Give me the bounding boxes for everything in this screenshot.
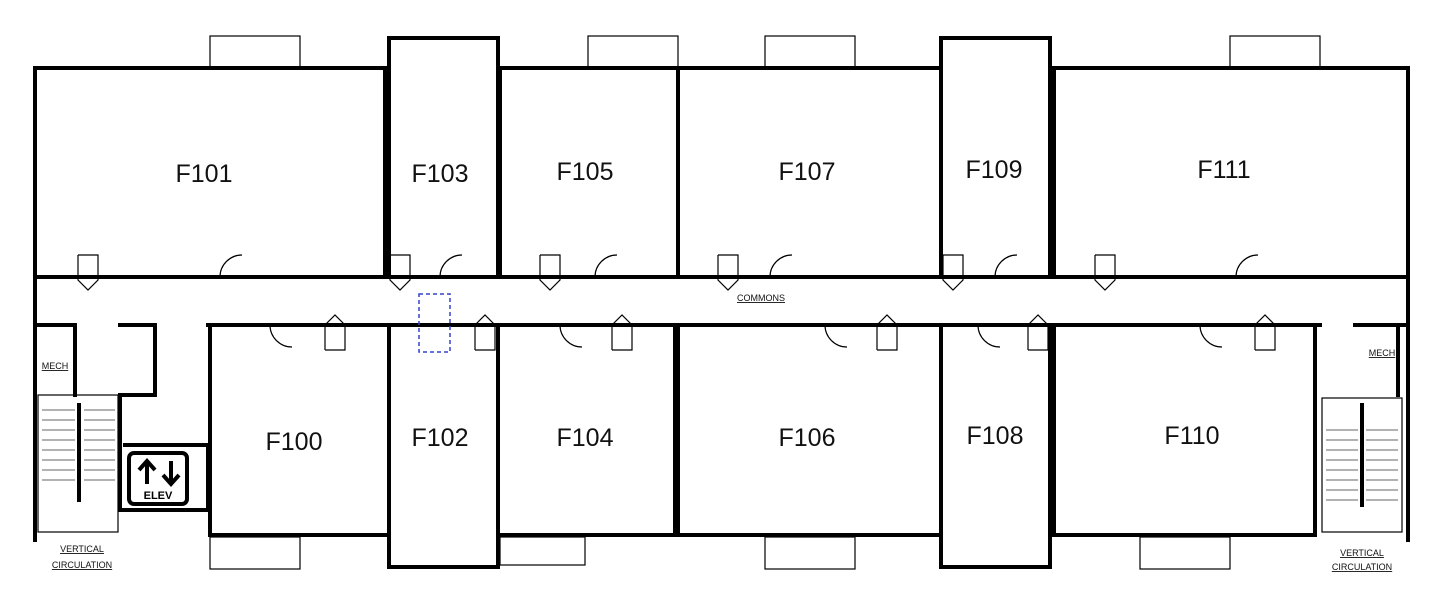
room-label-f108: F108: [967, 422, 1024, 450]
highlighted-door-outline: [418, 293, 451, 353]
circulation-right-line1: VERTICAL: [1340, 548, 1384, 558]
stairs-right: [1321, 397, 1403, 533]
room-label-f110: F110: [1164, 422, 1219, 450]
elevator-label: ELEV: [144, 490, 173, 502]
room-label-f103: F103: [412, 160, 469, 188]
circulation-left-line2: CIRCULATION: [52, 560, 112, 570]
room-label-f101: F101: [176, 160, 233, 188]
window-bays: [209, 35, 1321, 570]
corridor-label: COMMONS: [737, 293, 785, 303]
room-label-f104: F104: [557, 424, 614, 452]
stairs-left: [37, 394, 119, 533]
room-label-f111: F111: [1197, 156, 1250, 184]
room-label-f102: F102: [412, 424, 469, 452]
mech-label-right: MECH: [1369, 348, 1396, 358]
room-label-f107: F107: [779, 158, 836, 186]
room-label-f106: F106: [779, 424, 836, 452]
circulation-left-line1: VERTICAL: [60, 544, 104, 554]
doors: [77, 254, 1276, 351]
room-label-f105: F105: [557, 158, 614, 186]
circulation-right-line2: CIRCULATION: [1332, 562, 1392, 572]
up-down-arrows-icon: [137, 457, 181, 488]
room-label-f109: F109: [966, 156, 1023, 184]
building-walls: [33, 36, 1410, 569]
elevator: ELEV: [127, 451, 189, 506]
mech-label-left: MECH: [42, 361, 69, 371]
room-label-f100: F100: [266, 428, 323, 456]
